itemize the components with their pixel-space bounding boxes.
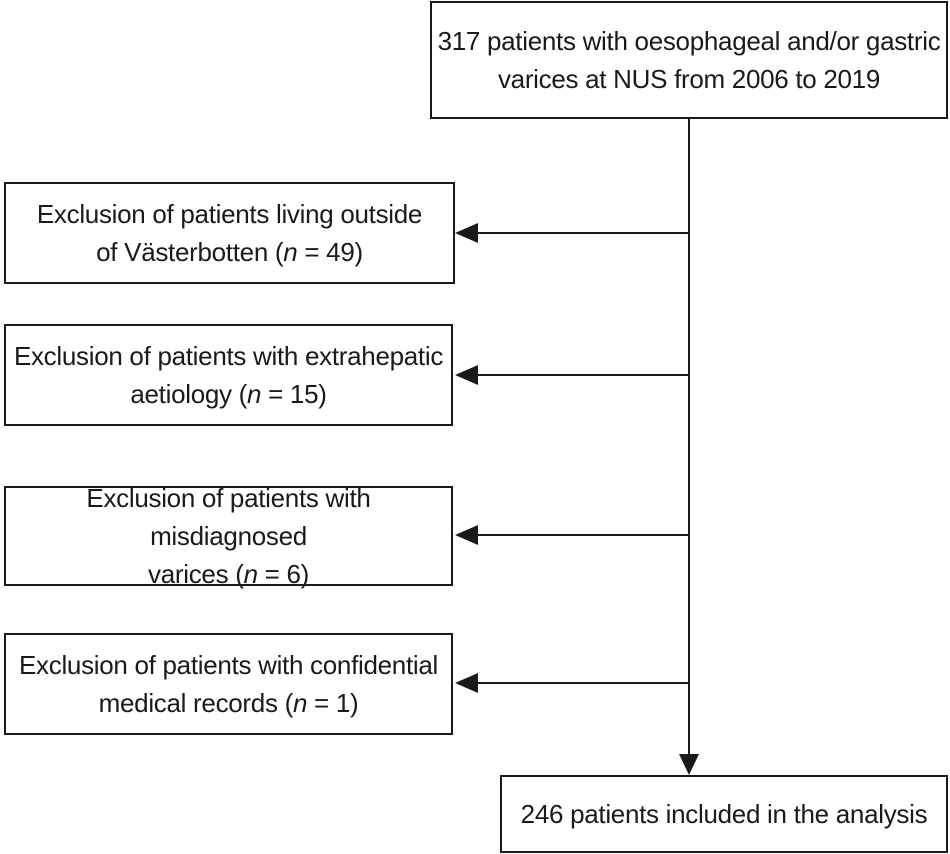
cohort-box: 317 patients with oesophageal and/or gas… bbox=[430, 1, 948, 119]
exclusion-4-line-1: Exclusion of patients with confidential bbox=[19, 650, 438, 680]
arrow-to-bottom bbox=[679, 754, 699, 775]
exclusion-3-line-1: Exclusion of patients with misdiagnosed bbox=[86, 483, 371, 551]
exclusion-1-n-symbol: n bbox=[283, 237, 298, 267]
exclusion-box-extrahepatic: Exclusion of patients with extrahepatic … bbox=[4, 324, 453, 426]
exclusion-1-prefix: of Västerbotten ( bbox=[96, 237, 284, 267]
exclusion-1-line-1: Exclusion of patients living outside bbox=[36, 199, 423, 229]
arrow-to-exclusion-2 bbox=[455, 365, 478, 385]
arrow-to-exclusion-1 bbox=[455, 223, 478, 243]
included-text: 246 patients included in the analysis bbox=[520, 799, 928, 829]
included-box: 246 patients included in the analysis bbox=[500, 775, 948, 853]
arrow-to-exclusion-3 bbox=[455, 525, 478, 545]
cohort-line-2: varices at NUS from 2006 to 2019 bbox=[497, 64, 881, 94]
exclusion-4-prefix: medical records ( bbox=[98, 688, 294, 718]
exclusion-4-line-2: medical records (n = 1) bbox=[19, 684, 438, 722]
exclusion-3-n-symbol: n bbox=[243, 559, 258, 589]
exclusion-3-line-2: varices (n = 6) bbox=[6, 555, 451, 593]
exclusion-3-prefix: varices ( bbox=[148, 559, 244, 589]
exclusion-box-misdiagnosed: Exclusion of patients with misdiagnosed … bbox=[4, 483, 453, 589]
exclusion-4-n-symbol: n bbox=[292, 688, 308, 718]
exclusion-2-n-symbol: n bbox=[247, 379, 262, 409]
exclusion-2-line-2: aetiology (n = 15) bbox=[14, 375, 443, 413]
exclusion-2-count: = 15) bbox=[261, 379, 327, 409]
exclusion-box-outside-region: Exclusion of patients living outside of … bbox=[4, 182, 455, 284]
cohort-line-1: 317 patients with oesophageal and/or gas… bbox=[437, 26, 941, 56]
exclusion-box-confidential: Exclusion of patients with confidential … bbox=[4, 633, 453, 735]
exclusion-2-prefix: aetiology ( bbox=[130, 379, 248, 409]
exclusion-3-count: = 6) bbox=[257, 559, 310, 589]
exclusion-1-line-2: of Västerbotten (n = 49) bbox=[37, 233, 422, 271]
exclusion-1-count: = 49) bbox=[297, 237, 363, 267]
arrow-to-exclusion-4 bbox=[455, 673, 478, 693]
exclusion-4-count: = 1) bbox=[307, 688, 359, 718]
exclusion-2-line-1: Exclusion of patients with extrahepatic bbox=[13, 341, 444, 371]
